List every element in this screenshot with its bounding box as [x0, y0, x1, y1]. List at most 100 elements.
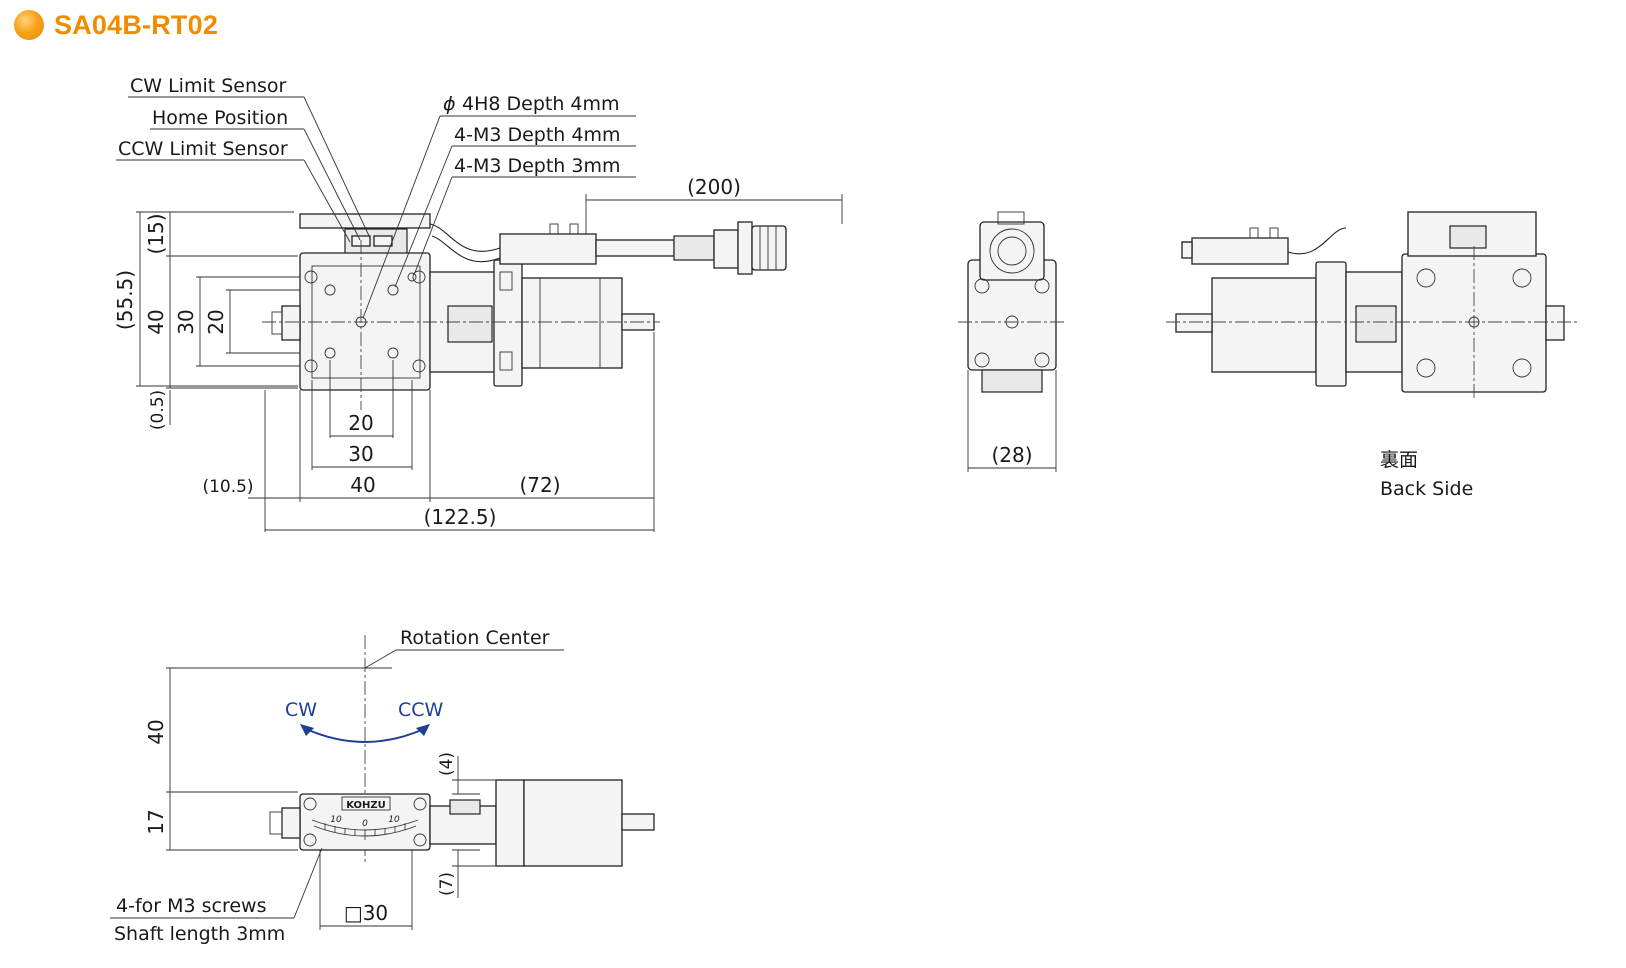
dim-front-4: (4) [437, 752, 457, 776]
cable-boot [673, 235, 715, 261]
dim-height-55-5: (55.5) [113, 270, 137, 330]
front-motor [523, 779, 623, 867]
left-knob-tip [271, 311, 283, 335]
dim-height-30: 30 [174, 309, 198, 334]
dim-height-20: 20 [204, 309, 228, 334]
side-screw [974, 352, 990, 368]
dim-height-0-5: (0.5) [148, 390, 168, 430]
flange-slot [499, 271, 513, 291]
dim-width-20: 20 [348, 411, 373, 435]
side-view: (28) [958, 211, 1066, 472]
top-view: CW Limit Sensor Home Position CCW Limit … [113, 75, 843, 532]
label-4m3-depth-3: 4-M3 Depth 3mm [454, 155, 620, 177]
motor [521, 277, 623, 369]
sensor-chip [373, 235, 393, 247]
side-screw [974, 278, 990, 294]
dim-width-40: 40 [350, 473, 375, 497]
scale-label-zero: 0 [362, 819, 368, 829]
dim-cable-200: (200) [687, 175, 741, 199]
corner-screw [304, 359, 318, 373]
label-4h8-depth: 4H8 Depth 4mm [462, 93, 620, 115]
back-coupling [1355, 305, 1397, 343]
side-base [981, 369, 1043, 393]
header: SA04B-RT02 [14, 8, 218, 42]
dim-width-122-5: (122.5) [424, 505, 497, 529]
dim-height-15: (15) [144, 213, 168, 254]
front-knob [281, 807, 301, 839]
cable [595, 239, 675, 257]
scale-label-right: 10 [388, 815, 400, 825]
angle-scale [311, 819, 419, 831]
dim-width-72: (72) [519, 473, 560, 497]
front-motor-flange [495, 779, 525, 867]
back-motor [1211, 277, 1317, 373]
label-4m3-depth-4: 4-M3 Depth 4mm [454, 124, 620, 146]
front-view: Rotation Center CW CCW KOHZU 10 0 10 [110, 627, 655, 945]
back-corner-mount [1512, 358, 1532, 378]
m3-hole [387, 284, 399, 296]
side-screw [1034, 352, 1050, 368]
brand-plate [341, 796, 391, 811]
connector-ring [737, 221, 753, 275]
top-plate [299, 213, 431, 229]
label-home-position: Home Position [152, 107, 288, 129]
dim-front-height-40: 40 [144, 719, 168, 744]
back-motor-flange [1315, 261, 1347, 387]
front-screw [413, 797, 427, 811]
flange-slot [499, 351, 513, 371]
back-corner-mount [1416, 268, 1436, 288]
connector [751, 225, 787, 271]
corner-screw [412, 270, 426, 284]
front-screw [413, 833, 427, 847]
cw-arrowhead-icon [300, 724, 314, 736]
label-rotation-center: Rotation Center [400, 627, 550, 649]
label-phi-symbol: ϕ [443, 93, 456, 115]
brand-kohzu: KOHZU [346, 800, 386, 811]
back-sensor [1449, 225, 1487, 249]
back-side-caption-en: Back Side [1380, 478, 1473, 500]
dim-front-height-17: 17 [144, 809, 168, 834]
corner-screw [412, 359, 426, 373]
page-title: SA04B-RT02 [54, 9, 219, 40]
back-corner-mount [1416, 358, 1436, 378]
dim-width-10-5: (10.5) [202, 477, 253, 497]
front-screw [303, 797, 317, 811]
coupling [447, 305, 493, 343]
label-cw-limit-sensor: CW Limit Sensor [130, 75, 287, 97]
side-screw [1034, 278, 1050, 294]
connector-neck [713, 229, 739, 269]
back-corner-mount [1512, 268, 1532, 288]
motor-flange [493, 259, 523, 387]
back-cable [1181, 241, 1193, 259]
back-knob [1545, 305, 1565, 341]
m3-hole [324, 284, 336, 296]
ccw-arrowhead-icon [416, 724, 430, 736]
label-ccw: CCW [398, 699, 444, 721]
back-cable-box [1191, 237, 1289, 265]
front-screw [303, 833, 317, 847]
label-m3-screws: 4-for M3 screws [116, 895, 267, 917]
dim-square-30: □30 [344, 901, 388, 925]
m3-hole [324, 347, 336, 359]
front-motor-shaft [621, 813, 655, 831]
back-motor-shaft [1175, 313, 1213, 333]
sensor-cable [429, 223, 501, 252]
label-ccw-limit-sensor: CCW Limit Sensor [118, 138, 288, 160]
label-shaft-length: Shaft length 3mm [114, 923, 285, 945]
rotation-arc [303, 727, 427, 743]
back-sensor-plate [1407, 211, 1537, 257]
dim-front-7: (7) [437, 872, 457, 896]
scale-label-left: 10 [330, 815, 342, 825]
label-cw: CW [285, 699, 317, 721]
dim-width-30: 30 [348, 442, 373, 466]
cable-box [499, 233, 597, 265]
dim-width-28: (28) [991, 443, 1032, 467]
back-side-caption-jp: 裏面 [1380, 449, 1418, 471]
m3-hole [407, 272, 417, 282]
corner-screw [304, 270, 318, 284]
connector-face [989, 228, 1035, 274]
back-view: 裏面 Back Side [1166, 211, 1580, 500]
m3-hole [387, 347, 399, 359]
orange-bullet-icon [14, 10, 44, 40]
